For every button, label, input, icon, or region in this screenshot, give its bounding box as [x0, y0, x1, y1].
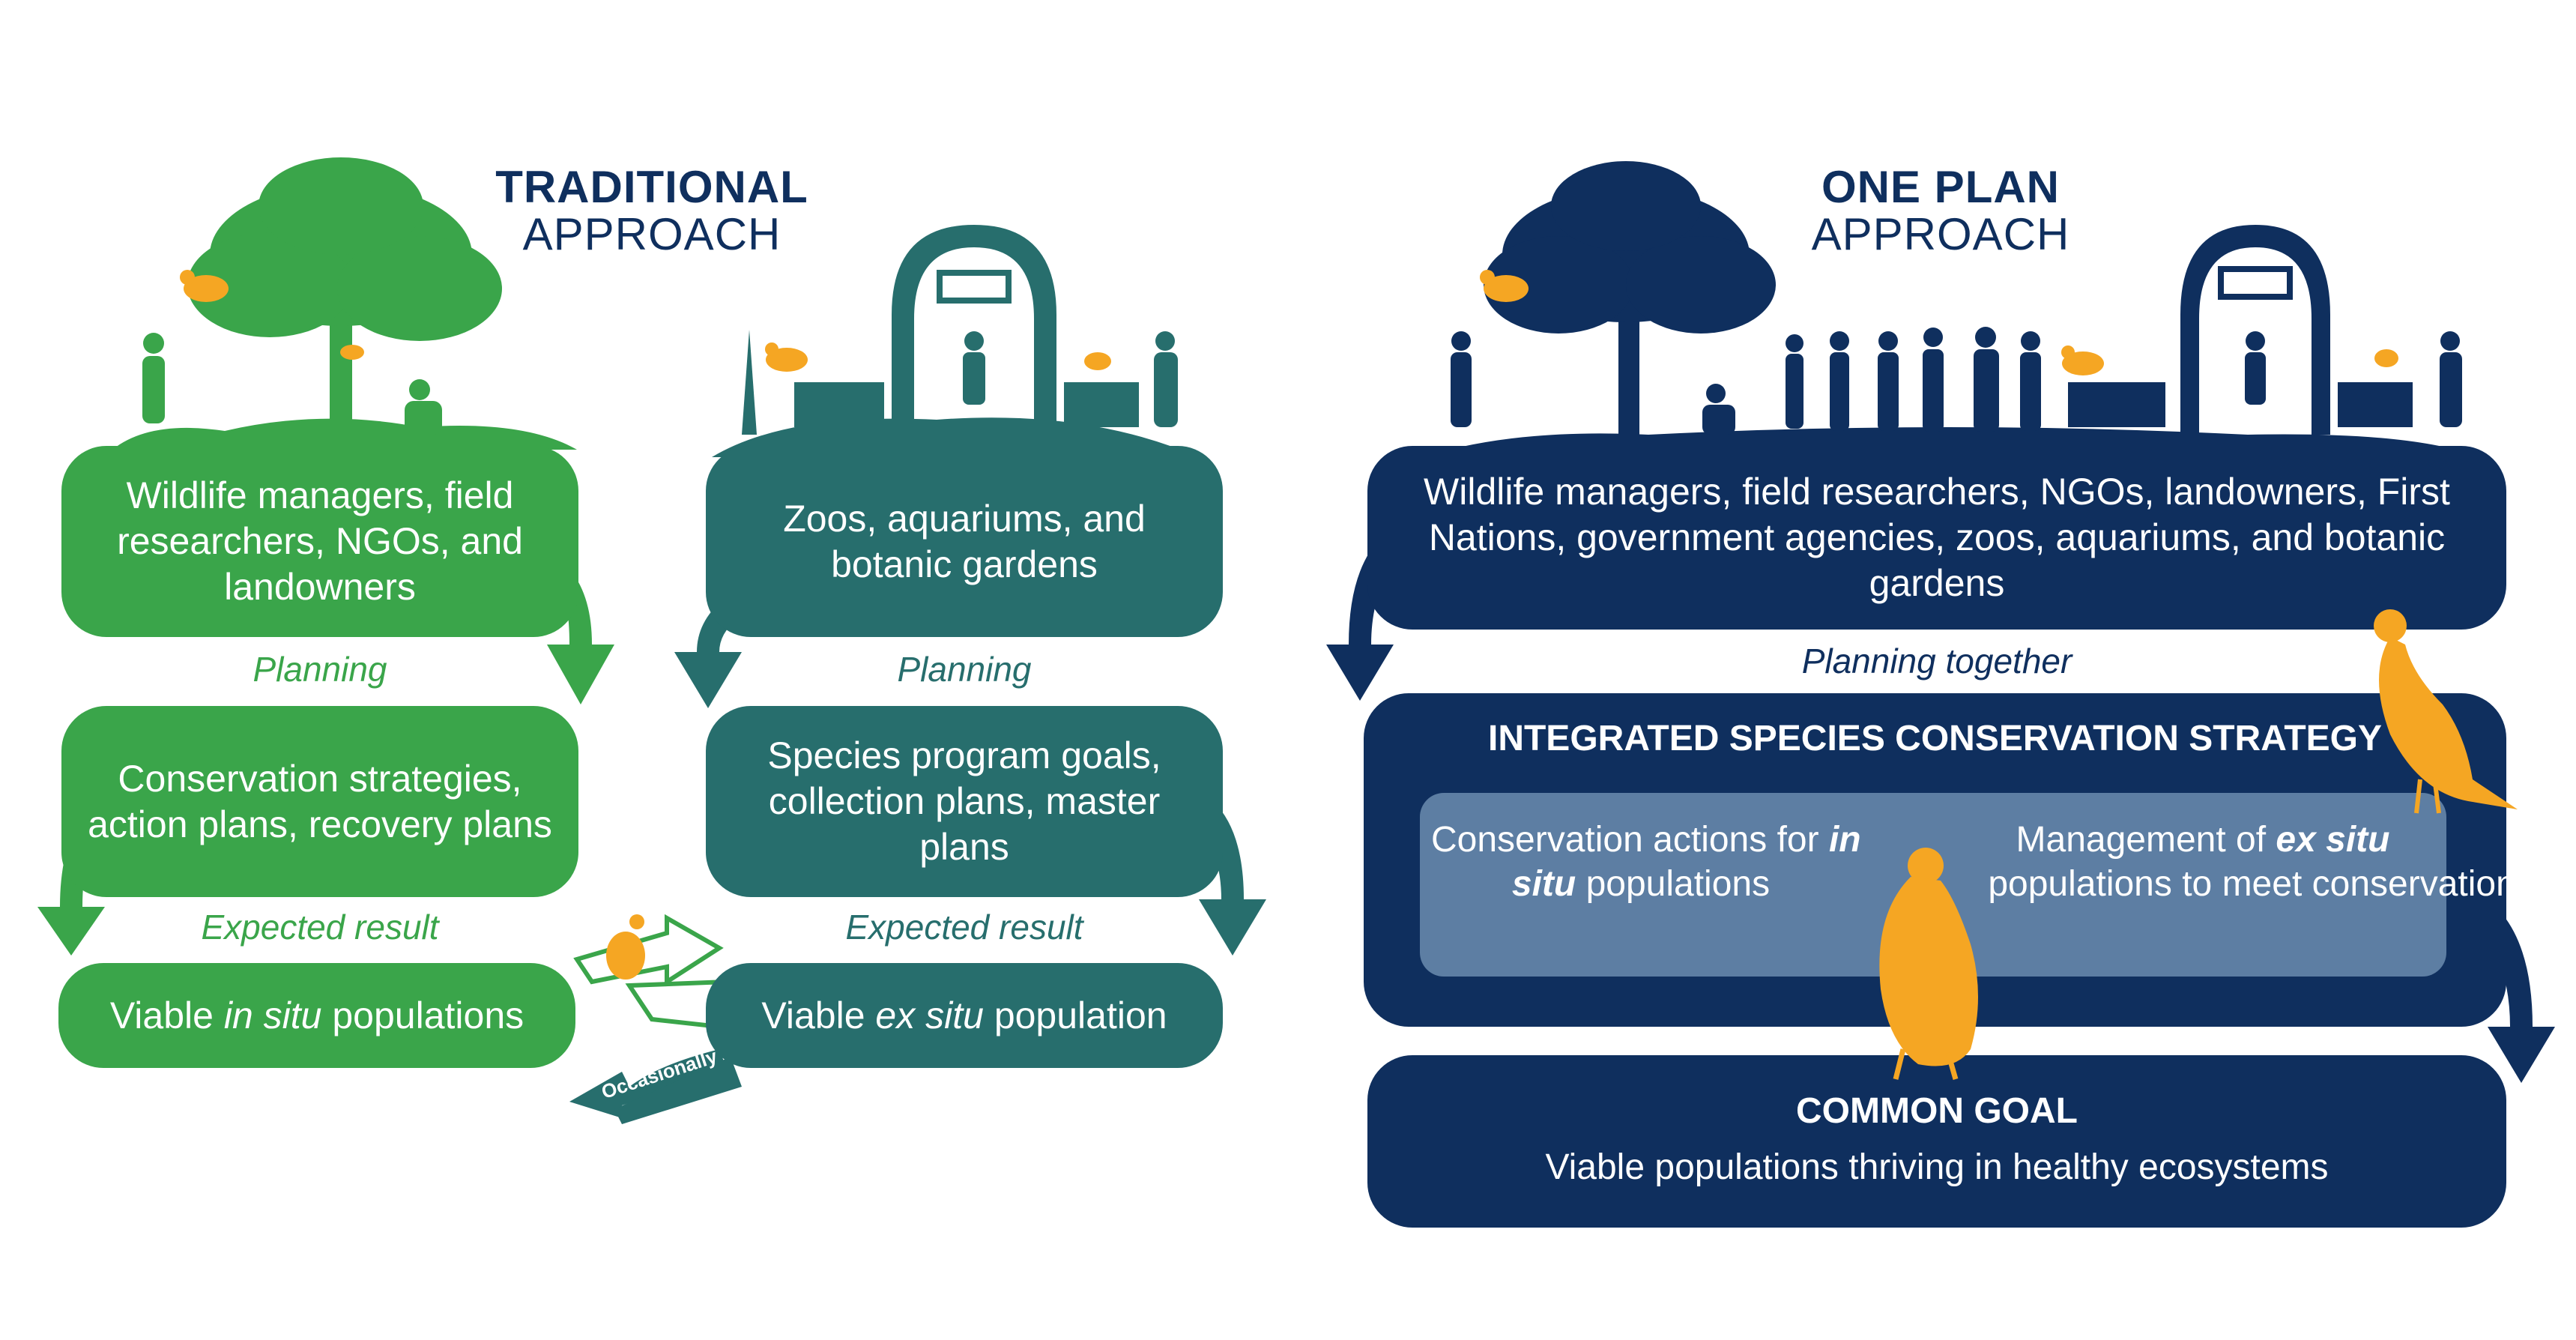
ex-situ-management-text: Management of ex situ populations to mee…	[1978, 818, 2576, 906]
plans-box: Conservation strategies, action plans, r…	[61, 706, 578, 897]
management-emphasis: ex situ	[2276, 820, 2390, 860]
planning-label: Planning	[897, 650, 1032, 689]
expected-result-label: Expected result	[201, 908, 439, 947]
management-text: Management of	[2016, 820, 2276, 860]
result-text: Viable	[109, 994, 224, 1036]
in-situ-scene-icon	[112, 157, 577, 450]
one-plan-subtitle: APPROACH	[1811, 209, 2070, 259]
strategy-title: INTEGRATED SPECIES CONSERVATION STRATEGY	[1487, 719, 2382, 758]
traditional-subtitle: APPROACH	[522, 209, 781, 259]
ex-situ-scene-icon	[712, 225, 1199, 457]
common-goal-panel	[1367, 1055, 2506, 1228]
plans-box: Species program goals, collection plans,…	[706, 706, 1223, 897]
in-situ-result-box: Viable in situ populations	[58, 963, 575, 1068]
bird-icon	[606, 914, 645, 980]
management-text: populations to meet conservation goals	[1978, 863, 2576, 904]
planning-label: Planning	[253, 650, 387, 689]
result-emphasis: in situ	[223, 994, 322, 1036]
people-icon	[1451, 327, 2462, 435]
common-goal-text: Viable populations thriving in healthy e…	[1545, 1147, 2329, 1187]
result-text: Viable	[761, 994, 876, 1036]
actions-text: populations	[1576, 863, 1771, 904]
ex-situ-result-box: Viable ex situ population	[706, 963, 1223, 1068]
bird-icon	[180, 270, 364, 360]
bird-icon	[1480, 270, 2398, 375]
planning-together-label: Planning together	[1801, 642, 2072, 680]
stakeholders-box: Wildlife managers, field researchers, NG…	[61, 446, 578, 637]
result-emphasis: ex situ	[875, 994, 984, 1036]
actions-emphasis: in situ	[1511, 820, 1861, 904]
one-plan-scene-icon	[1401, 161, 2495, 465]
result-text: populations	[321, 994, 524, 1036]
in-situ-actions-text: Conservation actions for in situ populat…	[1431, 818, 1861, 906]
bird-icon	[765, 342, 1111, 372]
result-text: population	[983, 994, 1167, 1036]
traditional-title: TRADITIONAL	[495, 162, 808, 212]
expected-result-label: Expected result	[845, 908, 1083, 947]
one-plan-title: ONE PLAN	[1821, 162, 2061, 212]
actions-text: Conservation actions for	[1431, 820, 1829, 860]
institutions-box: Zoos, aquariums, and botanic gardens	[706, 446, 1223, 637]
all-stakeholders-box: Wildlife managers, field researchers, NG…	[1367, 446, 2506, 630]
common-goal-title: COMMON GOAL	[1796, 1091, 2078, 1131]
